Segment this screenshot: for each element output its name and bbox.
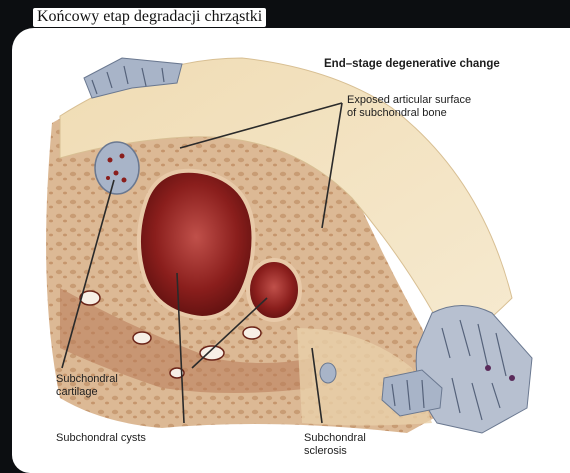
label-subchondral-cartilage: Subchondral cartilage — [56, 373, 118, 399]
label-exposed-line2: of subchondral bone — [347, 107, 471, 120]
label-sclerosis-line1: Subchondral — [304, 432, 366, 445]
label-cartilage-line1: Subchondral — [56, 373, 118, 386]
figure-heading: End–stage degenerative change — [324, 58, 500, 71]
slide-title: Końcowy etap degradacji chrząstki — [33, 8, 266, 27]
small-subchondral-cyst — [248, 260, 300, 320]
cartilage-fragment-right — [416, 306, 532, 434]
label-exposed-line1: Exposed articular surface — [347, 94, 471, 107]
cartilage-degeneration-illustration — [12, 28, 570, 473]
label-subchondral-cysts: Subchondral cysts — [56, 432, 146, 445]
label-cartilage-line2: cartilage — [56, 386, 118, 399]
label-sclerosis-line2: sclerosis — [304, 445, 366, 458]
small-cartilage-islet — [320, 363, 336, 383]
label-exposed-surface: Exposed articular surface of subchondral… — [347, 94, 471, 120]
subchondral-cartilage-nodule — [95, 142, 139, 194]
diagram-panel: End–stage degenerative change Exposed ar… — [12, 28, 570, 473]
large-subchondral-cyst — [139, 171, 254, 318]
label-subchondral-sclerosis: Subchondral sclerosis — [304, 432, 366, 458]
